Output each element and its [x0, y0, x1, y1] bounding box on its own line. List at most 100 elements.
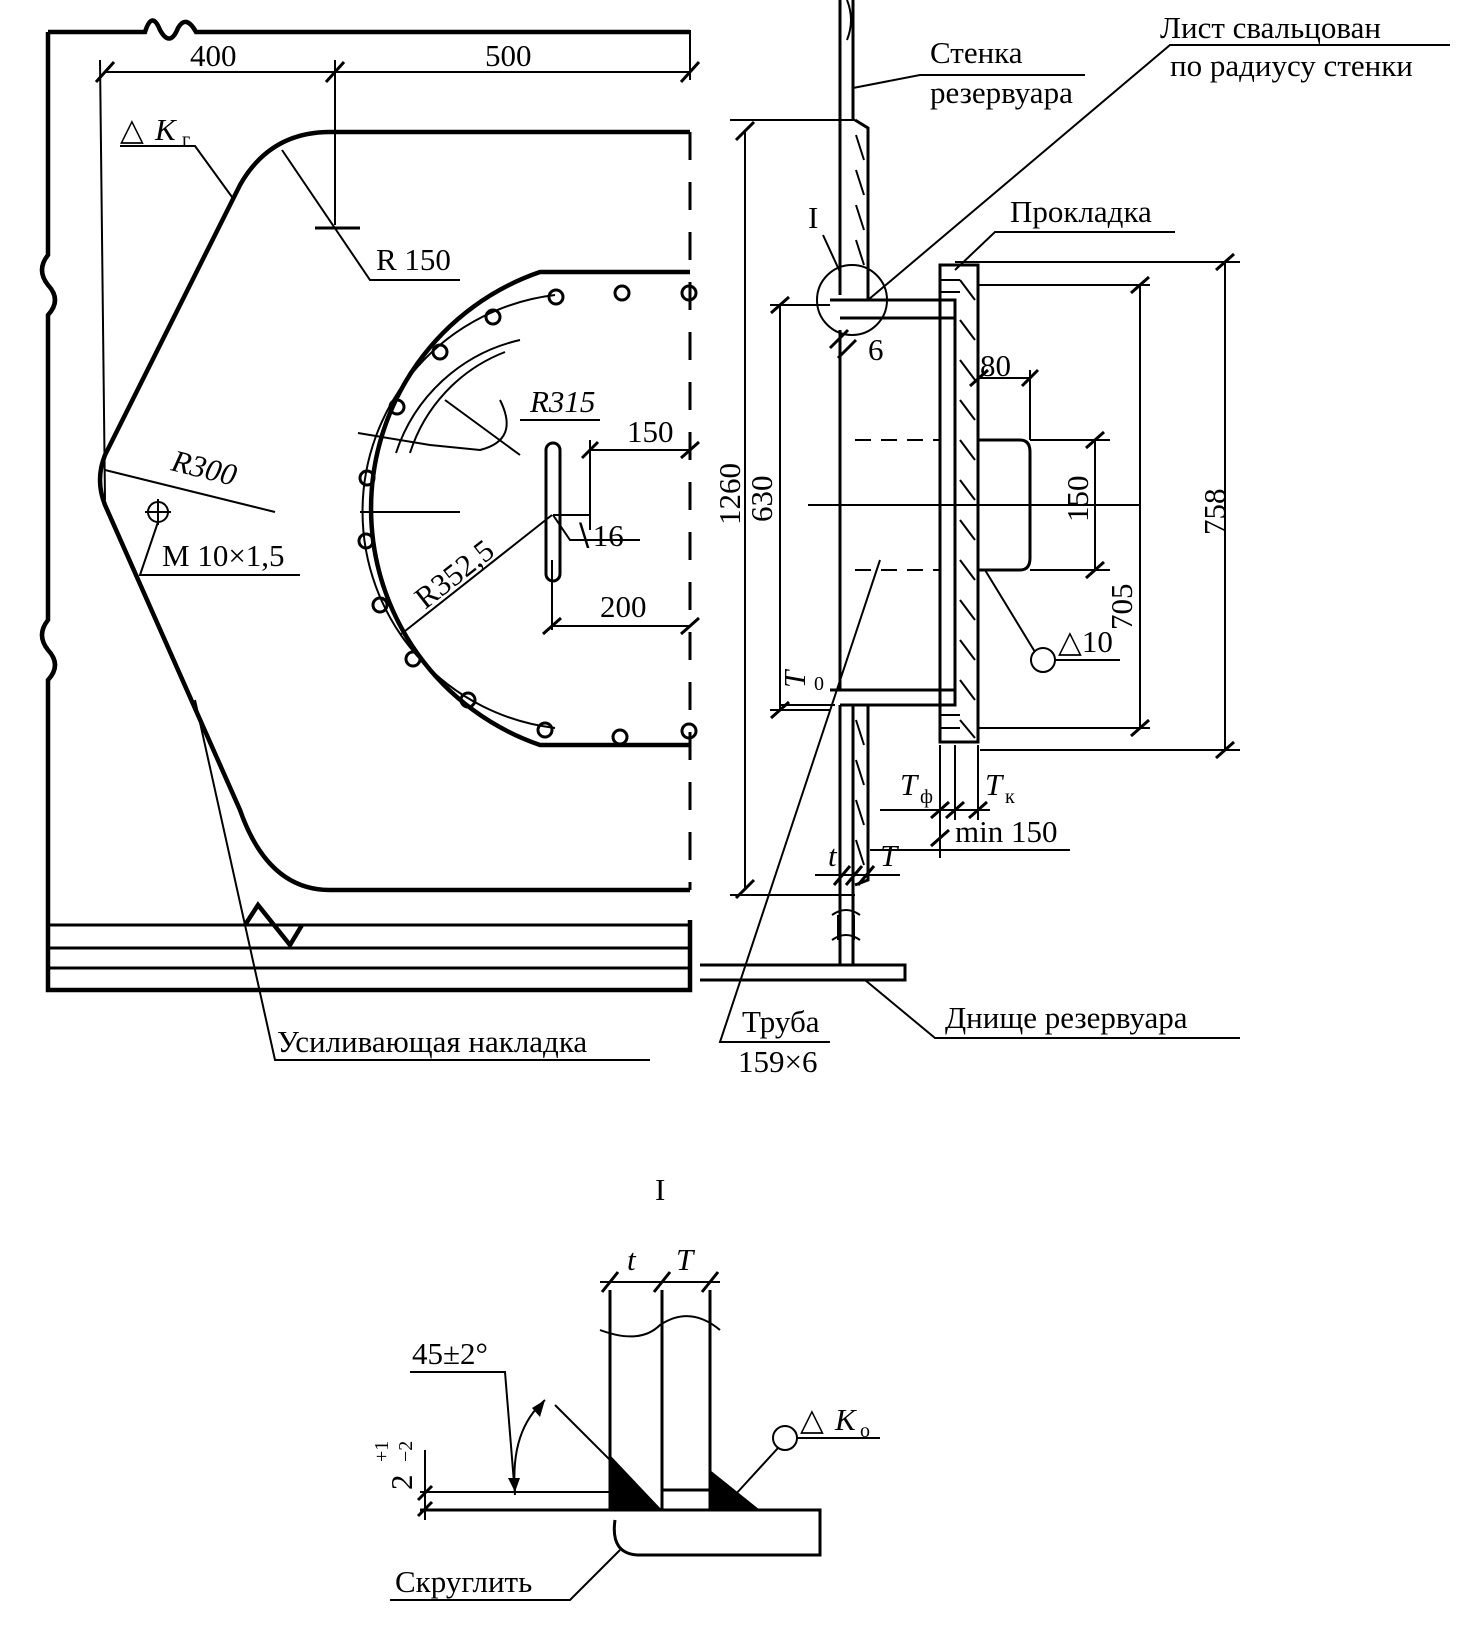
wall-leader	[852, 74, 1085, 89]
dim-1260-lines	[730, 119, 855, 896]
diam16-leader	[552, 514, 640, 541]
gap-dim-ticks	[416, 1484, 434, 1518]
dim-6: 6	[868, 332, 884, 367]
detail-title: I	[655, 1172, 665, 1207]
gap-tol-plus: +1	[371, 1441, 393, 1462]
gasket-label: Прокладка	[1010, 194, 1152, 229]
angle-leader	[410, 1371, 661, 1511]
dim-758-lines	[955, 261, 1240, 751]
bolt-marks	[357, 284, 631, 746]
bolt-hole	[680, 722, 698, 740]
r300-leader	[104, 469, 276, 513]
sheet-label-2: по радиусу стенки	[1170, 48, 1413, 83]
weld-ko-leader	[734, 1437, 880, 1496]
gap-base: 2	[384, 1475, 419, 1491]
bottom-leader	[864, 979, 1240, 1039]
opening-outline	[368, 269, 690, 748]
detail-i: I t T 45±2° 2 +1 −2 △ K о С	[371, 1172, 880, 1601]
weld-kg-leader	[120, 145, 233, 198]
r315-label: R315	[529, 384, 595, 419]
wall-label-2: резервуара	[930, 75, 1073, 110]
dim-705-ticks	[1130, 275, 1150, 738]
gasket-lines	[940, 279, 960, 729]
dim-150: 150	[627, 414, 674, 449]
hatch-plate	[855, 134, 865, 866]
wall-label-1: Стенка	[930, 35, 1023, 70]
angle-arrows	[508, 1400, 545, 1492]
reinforcing-plate-outline	[97, 129, 690, 893]
t-small-label: t	[828, 838, 838, 873]
bottom-course-lines	[48, 923, 690, 970]
section-view: Стенка резервуара Лист свальцован по рад…	[700, 0, 1450, 1079]
weld-kg-sub: г	[182, 129, 190, 151]
front-view: 400 500 △ K г R 150 R300 M 10×1,5 R315 1…	[39, 18, 701, 1061]
detail-i-mark: I	[808, 200, 818, 235]
weld-10-label: △10	[1058, 624, 1113, 659]
dim-630: 630	[744, 476, 779, 523]
t0-letter: T	[777, 668, 812, 688]
tank-wall	[838, 0, 855, 965]
detail-T-label: T	[676, 1242, 696, 1277]
dim-6-ticks	[828, 328, 858, 360]
inner-arc	[395, 339, 521, 454]
wall-sheet-outline	[39, 18, 693, 993]
thread-label: M 10×1,5	[162, 538, 285, 573]
pipe-label-2: 159×6	[738, 1044, 817, 1079]
t0-sub: 0	[814, 673, 824, 695]
wall-break-lower	[831, 909, 861, 941]
inner-cut	[357, 399, 508, 452]
tank-bottom	[700, 963, 907, 982]
dim-200: 200	[600, 589, 647, 624]
dim-lines-top	[99, 30, 691, 501]
reinforcing-leader	[194, 699, 650, 1061]
dim-150-ticks	[580, 440, 700, 460]
sheet-label-1: Лист свальцован	[1160, 10, 1381, 45]
dim-150-lines	[589, 440, 690, 530]
handle-slot	[544, 441, 562, 583]
angle-label: 45±2°	[412, 1336, 488, 1371]
reinforcing-label: Усиливающая накладка	[277, 1024, 587, 1059]
hatch-cover	[959, 279, 976, 739]
section-reinforcing	[854, 118, 870, 887]
weld-kg-symbol: △	[120, 112, 144, 147]
tf-tk-lines	[880, 745, 990, 820]
dim-1260: 1260	[712, 463, 747, 525]
r352-leader	[399, 514, 553, 636]
tf-tk-ticks	[930, 800, 988, 820]
r352-label: R352,5	[408, 532, 501, 615]
weld-ko-letter: K	[834, 1402, 858, 1437]
hidden-pipe	[855, 439, 940, 571]
detail-tT-ticks	[600, 1271, 720, 1293]
min150-label: min 150	[955, 814, 1057, 849]
sheet-leader	[867, 44, 1450, 301]
diam16-label: ∖16	[573, 518, 624, 553]
dim-705: 705	[1104, 584, 1139, 631]
dim-80: 80	[980, 348, 1011, 383]
dim-500: 500	[485, 38, 532, 73]
bolt-hole	[680, 284, 698, 302]
weld-right	[710, 1470, 760, 1510]
bottom-label: Днище резервуара	[945, 1000, 1188, 1035]
dim-1260-ticks	[734, 120, 756, 900]
dim-200-ticks	[542, 616, 700, 636]
pipe-label-1: Труба	[742, 1004, 820, 1039]
thread-leader	[138, 499, 300, 576]
r150-label: R 150	[376, 242, 451, 277]
tk-letter: T	[985, 767, 1005, 802]
r300-label: R300	[167, 443, 240, 493]
dim-630-lines	[770, 304, 830, 711]
detail-i-circle	[816, 264, 888, 336]
weld-10-leader	[984, 569, 1120, 661]
neck-walls	[830, 298, 957, 707]
t-big-label: T	[880, 838, 900, 873]
detail-t-label: t	[627, 1242, 637, 1277]
break-mark	[243, 901, 304, 949]
dim-ticks-top	[94, 60, 701, 84]
flange-cover	[938, 263, 980, 744]
handle	[978, 438, 1032, 572]
r150-leader	[281, 149, 460, 281]
tf-sub: ф	[920, 786, 933, 808]
weld-ko-icon	[772, 1425, 798, 1451]
tf-letter: T	[900, 767, 920, 802]
